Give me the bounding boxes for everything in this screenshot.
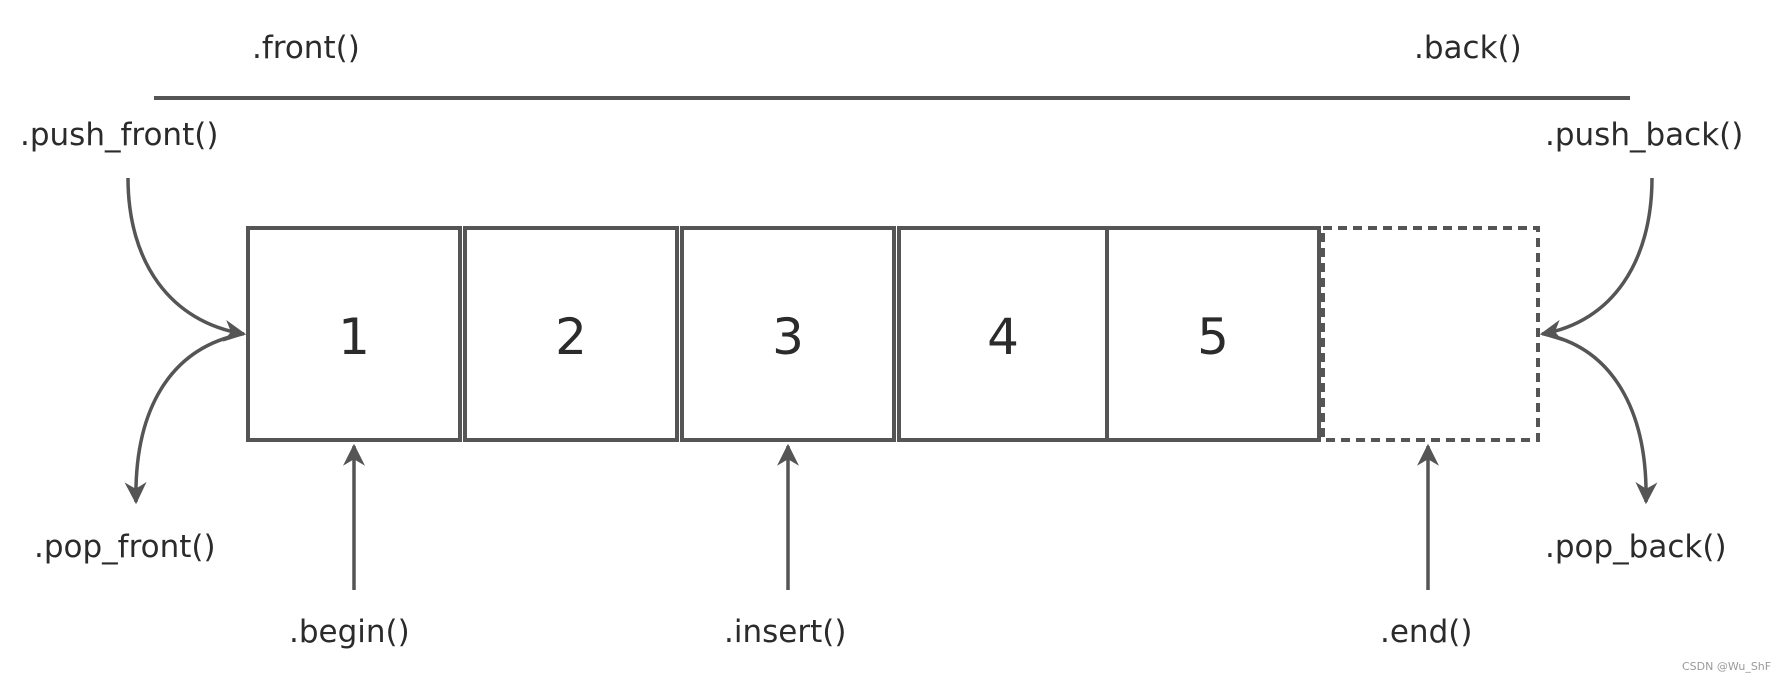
begin-label: .begin() (289, 614, 410, 650)
cell-value-5: 5 (1197, 308, 1229, 366)
cell-box-5 (1105, 226, 1321, 442)
pop-front-label: .pop_front() (34, 529, 216, 565)
cell-box-2 (463, 226, 679, 442)
pop-front-arrow (124, 332, 243, 505)
watermark: CSDN @Wu_ShF (1682, 660, 1772, 673)
push-back-label: .push_back() (1545, 117, 1744, 153)
push-back-arrow (1539, 177, 1654, 342)
cell-box-3 (680, 226, 896, 442)
back-label: .back() (1414, 30, 1522, 66)
cell-value-2: 2 (555, 308, 587, 366)
push-front-label: .push_front() (20, 117, 219, 153)
cell-value-3: 3 (772, 308, 804, 366)
cell-box-1 (246, 226, 462, 442)
cell-value-4: 4 (987, 308, 1019, 366)
end-label: .end() (1380, 614, 1473, 650)
pop-back-label: .pop_back() (1545, 529, 1727, 565)
front-label: .front() (252, 30, 360, 66)
cell-value-1: 1 (338, 308, 370, 366)
end-cell-dashed (1321, 226, 1540, 442)
push-front-arrow (126, 177, 247, 342)
insert-label: .insert() (724, 614, 847, 650)
pop-back-arrow (1543, 332, 1658, 505)
